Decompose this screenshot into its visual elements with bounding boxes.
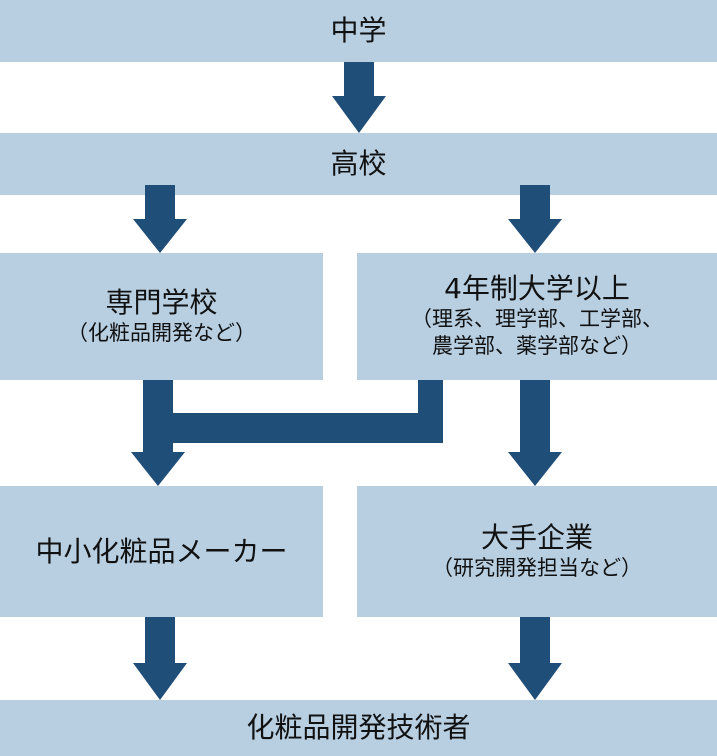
merge-connector-horizontal <box>155 413 443 443</box>
arrow-to-small-maker <box>131 380 185 486</box>
node-high-school-title: 高校 <box>330 147 387 181</box>
node-junior-high-title: 中学 <box>330 14 387 48</box>
arrow-small-maker-to-engineer <box>133 617 187 700</box>
node-small-maker: 中小化粧品メーカー <box>0 486 323 617</box>
arrow-junior-high-to-high-school <box>332 62 386 133</box>
merge-connector-right-stub <box>418 380 443 443</box>
node-engineer-title: 化粧品開発技術者 <box>246 711 471 745</box>
node-university-sub-line1: （理系、理学部、工学部、 <box>411 307 663 331</box>
node-large-company-title: 大手企業 <box>480 521 593 555</box>
node-high-school: 高校 <box>0 133 717 195</box>
arrow-high-school-to-university <box>508 185 562 253</box>
node-junior-high: 中学 <box>0 0 717 62</box>
node-university-sub-line2: 農学部、薬学部など） <box>432 334 642 359</box>
node-small-maker-title: 中小化粧品メーカー <box>35 534 288 568</box>
node-large-company-sub: （研究開発担当など） <box>432 555 642 580</box>
node-vocational-school-title: 専門学校 <box>105 286 218 320</box>
node-engineer: 化粧品開発技術者 <box>0 700 717 756</box>
node-university-title: 4年制大学以上 <box>444 272 630 306</box>
arrow-large-company-to-engineer <box>508 617 562 700</box>
node-university: 4年制大学以上 （理系、理学部、工学部、 農学部、薬学部など） <box>357 253 717 380</box>
arrow-high-school-to-vocational <box>133 185 187 253</box>
node-vocational-school-sub: （化粧品開発など） <box>67 320 256 345</box>
arrow-university-to-large-company <box>508 380 562 486</box>
node-large-company: 大手企業 （研究開発担当など） <box>357 486 717 617</box>
node-vocational-school: 専門学校 （化粧品開発など） <box>0 253 323 380</box>
